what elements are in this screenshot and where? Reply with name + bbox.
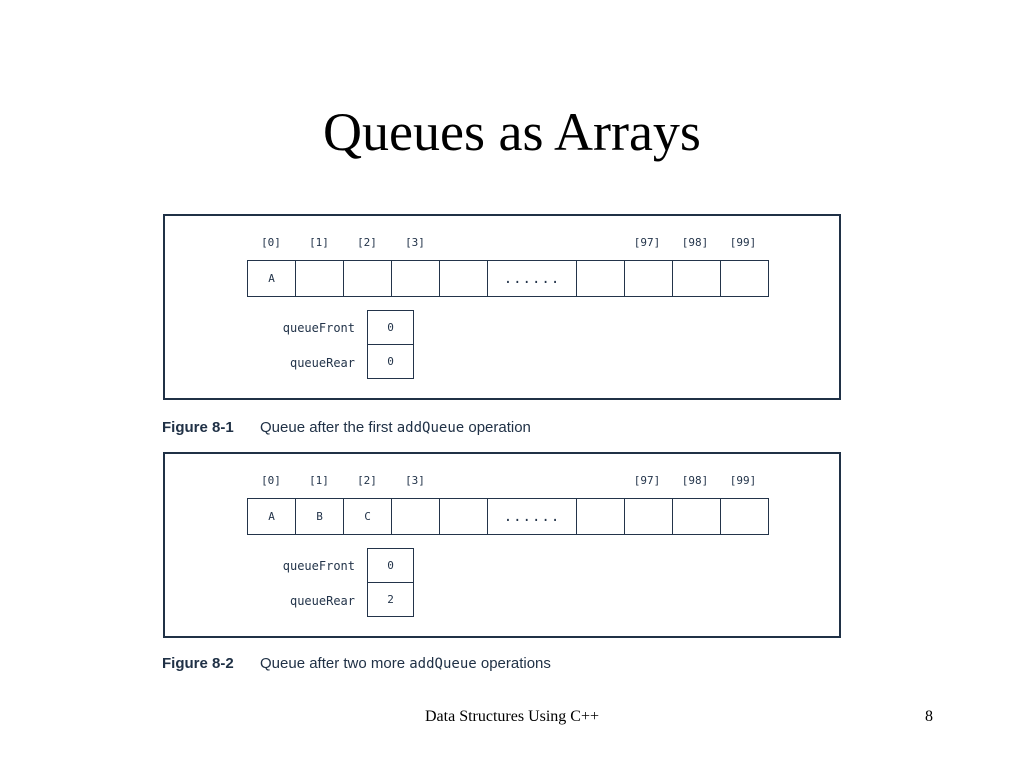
index-label: [1] xyxy=(309,474,329,487)
queue-array: A ...... xyxy=(247,260,769,297)
index-label: [97] xyxy=(633,474,661,487)
array-ellipsis: ...... xyxy=(488,261,577,296)
array-cell xyxy=(440,499,488,534)
array-cell xyxy=(296,261,344,296)
queue-front-box: 0 xyxy=(367,548,414,583)
array-cell xyxy=(577,261,625,296)
queue-front-label: queueFront xyxy=(282,559,355,573)
queue-front-label: queueFront xyxy=(282,321,355,335)
caption-text: Queue after the first xyxy=(260,419,397,436)
figure-8-2-frame: [0] [1] [2] [3] [97] [98] [99] A B C ...… xyxy=(163,452,841,638)
index-label: [99] xyxy=(729,236,757,249)
queue-rear-label: queueRear xyxy=(289,356,355,370)
slide-title: Queues as Arrays xyxy=(323,102,701,162)
array-cell xyxy=(392,499,440,534)
index-label: [1] xyxy=(309,236,329,249)
array-cell xyxy=(721,499,768,534)
array-cell: C xyxy=(344,499,392,534)
array-cell xyxy=(344,261,392,296)
array-cell: B xyxy=(296,499,344,534)
index-label: [3] xyxy=(405,236,425,249)
figure-number: Figure 8-1 xyxy=(162,419,234,436)
array-cell xyxy=(577,499,625,534)
array-cell xyxy=(392,261,440,296)
queue-rear-label: queueRear xyxy=(289,594,355,608)
index-label: [98] xyxy=(681,236,709,249)
figure-caption: Figure 8-1 Queue after the first addQueue… xyxy=(162,419,531,436)
index-label: [97] xyxy=(633,236,661,249)
array-cell xyxy=(673,261,721,296)
queue-array: A B C ...... xyxy=(247,498,769,535)
array-ellipsis: ...... xyxy=(488,499,577,534)
index-label: [99] xyxy=(729,474,757,487)
array-cell xyxy=(673,499,721,534)
index-label: [98] xyxy=(681,474,709,487)
caption-text: Queue after two more xyxy=(260,655,410,672)
index-label: [0] xyxy=(261,474,281,487)
array-cell: A xyxy=(248,261,296,296)
index-label: [3] xyxy=(405,474,425,487)
caption-text: operation xyxy=(464,419,531,436)
figure-8-1-frame: [0] [1] [2] [3] [97] [98] [99] A ...... … xyxy=(163,214,841,400)
footer-course-title: Data Structures Using C++ xyxy=(424,708,600,725)
queue-front-box: 0 xyxy=(367,310,414,345)
caption-code: addQueue xyxy=(409,656,477,672)
array-cell xyxy=(721,261,768,296)
index-label: [2] xyxy=(357,236,377,249)
array-cell xyxy=(440,261,488,296)
page-number: 8 xyxy=(925,708,933,725)
index-label: [0] xyxy=(261,236,281,249)
array-cell: A xyxy=(248,499,296,534)
caption-code: addQueue xyxy=(396,420,465,436)
array-cell xyxy=(625,499,673,534)
queue-rear-box: 0 xyxy=(367,344,414,379)
index-label: [2] xyxy=(357,474,377,487)
caption-text: operations xyxy=(476,655,551,672)
queue-rear-box: 2 xyxy=(367,582,414,617)
figure-number: Figure 8-2 xyxy=(162,655,234,672)
array-cell xyxy=(625,261,673,296)
